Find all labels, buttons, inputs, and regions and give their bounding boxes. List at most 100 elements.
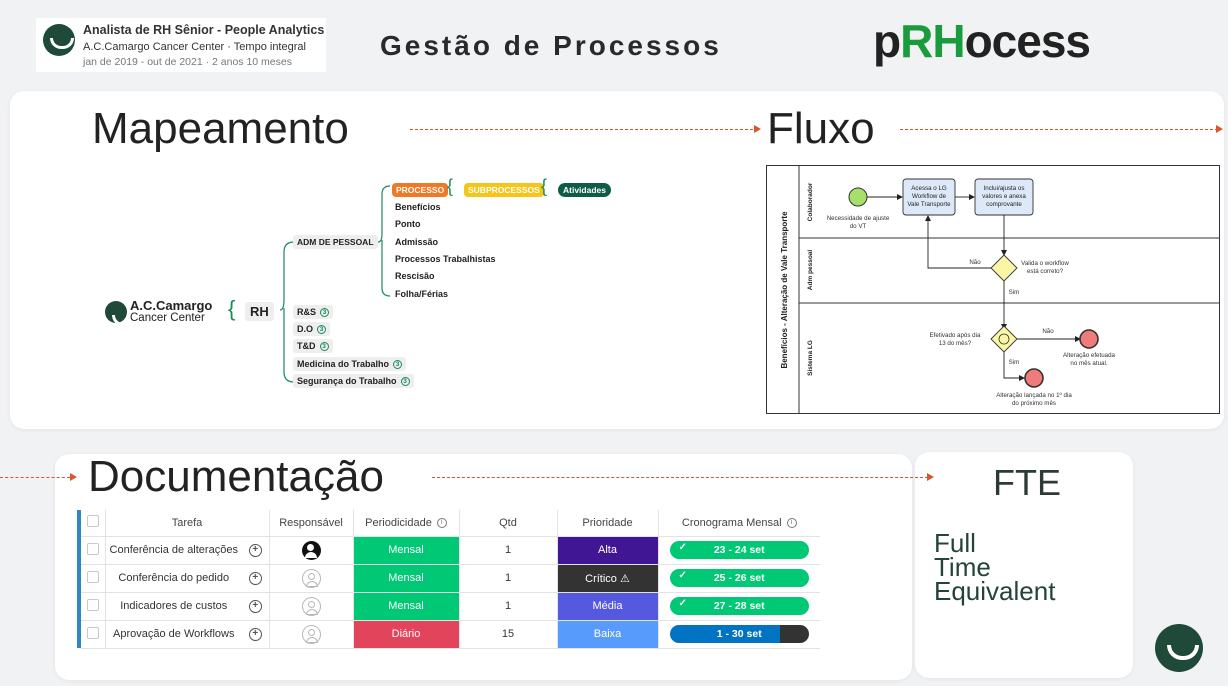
- empty-avatar-icon: [301, 568, 321, 588]
- table-row[interactable]: Aprovação de Workflows + Diário 15 Baixa…: [77, 620, 820, 649]
- pool-label: Benefícios - Alteração de Vale Transport…: [780, 211, 789, 369]
- check-icon: ✓: [678, 570, 687, 581]
- dashed-arrow-1: [410, 129, 758, 130]
- col-responsavel[interactable]: Responsável: [269, 510, 354, 537]
- subprocess-item: Ponto: [395, 219, 421, 229]
- col-prioridade[interactable]: Prioridade: [557, 510, 659, 537]
- start-label: Necessidade de ajuste: [827, 215, 890, 222]
- table-row[interactable]: Conferência de alterações + Mensal 1 Alt…: [77, 536, 820, 565]
- accamargo-logo-icon: [43, 24, 75, 56]
- row-checkbox[interactable]: [81, 536, 106, 565]
- priority-cell[interactable]: Média: [557, 592, 659, 621]
- end-event-proximo-mes: [1024, 368, 1044, 388]
- timeline-cell[interactable]: ✓27 - 28 set: [658, 592, 820, 621]
- timeline-bar: 1 - 30 set: [669, 625, 809, 643]
- info-icon[interactable]: i: [436, 517, 447, 528]
- assignee-cell[interactable]: [269, 592, 354, 621]
- col-tarefa[interactable]: Tarefa: [105, 510, 270, 537]
- flow-yes-label: Sim: [1009, 359, 1020, 366]
- priority-cell[interactable]: Alta: [557, 536, 659, 565]
- task-name[interactable]: Conferência de alterações: [105, 536, 242, 565]
- qty-cell[interactable]: 1: [459, 564, 558, 593]
- assignee-cell[interactable]: [269, 564, 354, 593]
- timeline-label: 1 - 30 set: [716, 628, 762, 640]
- priority-label: Alta: [557, 536, 658, 564]
- period-label: Mensal: [353, 536, 459, 564]
- add-comment-button[interactable]: +: [242, 620, 270, 649]
- table-row[interactable]: Conferência do pedido + Mensal 1 Crítico…: [77, 564, 820, 593]
- period-cell[interactable]: Diário: [353, 620, 460, 649]
- assignee-cell[interactable]: [269, 536, 354, 565]
- assignee-cell[interactable]: [269, 620, 354, 649]
- row-checkbox[interactable]: [81, 620, 106, 649]
- task-name[interactable]: Indicadores de custos: [105, 592, 242, 621]
- task-name[interactable]: Aprovação de Workflows: [105, 620, 242, 649]
- col-label: Periodicidade: [365, 516, 432, 529]
- timeline-bar: ✓27 - 28 set: [669, 597, 809, 615]
- subprocess-item: Processos Trabalhistas: [395, 254, 496, 264]
- period-cell[interactable]: Mensal: [353, 536, 460, 565]
- select-all-checkbox[interactable]: [81, 510, 106, 537]
- task-label: Acessa o LG: [911, 185, 947, 192]
- flow-no-label: Não: [1042, 328, 1054, 335]
- task-label: valores e anexa: [982, 193, 1026, 200]
- qty-cell[interactable]: 1: [459, 536, 558, 565]
- col-periodicidade[interactable]: Periodicidade i: [353, 510, 460, 537]
- add-comment-button[interactable]: +: [242, 564, 270, 593]
- section-fluxo-title: Fluxo: [767, 104, 875, 153]
- branch-label: Medicina do Trabalho: [297, 359, 390, 369]
- dashed-arrow-3: [0, 477, 70, 478]
- period-cell[interactable]: Mensal: [353, 592, 460, 621]
- dashed-arrow-2: [900, 129, 1218, 130]
- brand-rh: RH: [900, 15, 965, 67]
- arrow-head-icon: [70, 473, 77, 481]
- task-label: Workflow de: [912, 193, 946, 200]
- dashed-arrow-4: [432, 477, 928, 478]
- brand-rest: ocess: [964, 15, 1091, 67]
- start-label: do VT: [850, 223, 867, 230]
- qty-cell[interactable]: 15: [459, 620, 558, 649]
- add-comment-button[interactable]: +: [242, 592, 270, 621]
- branch-label: D.O: [297, 324, 314, 334]
- row-checkbox[interactable]: [81, 592, 106, 621]
- add-comment-button[interactable]: +: [242, 536, 270, 565]
- priority-cell[interactable]: Crítico ⚠: [557, 564, 659, 593]
- flow-yes-label: Sim: [1009, 289, 1020, 296]
- info-icon[interactable]: i: [786, 517, 797, 528]
- timeline-label: 27 - 28 set: [713, 600, 765, 612]
- group-color-bar: [77, 510, 81, 648]
- section-documentacao-title: Documentação: [88, 452, 384, 501]
- period-cell[interactable]: Mensal: [353, 564, 460, 593]
- arrow-head-icon: [754, 125, 761, 133]
- bpmn-flow-diagram: Benefícios - Alteração de Vale Transport…: [766, 165, 1220, 414]
- timeline-cell[interactable]: 1 - 30 set: [658, 620, 820, 649]
- timeline-cell[interactable]: ✓ 25 - 26 set: [658, 564, 820, 593]
- add-comment-icon: +: [248, 572, 262, 585]
- end-label: do próximo mês: [1012, 400, 1056, 407]
- arrow-head-icon: [1216, 125, 1223, 133]
- timeline-label: 25 - 26 set: [713, 572, 765, 584]
- brace-icon: {: [228, 296, 236, 321]
- mindmap-root: RH: [245, 302, 274, 321]
- row-checkbox[interactable]: [81, 564, 106, 593]
- profile-dates: jan de 2019 - out de 2021 · 2 anos 10 me…: [83, 56, 292, 68]
- add-comment-icon: +: [248, 628, 262, 641]
- gateway-label: está correto?: [1027, 268, 1064, 275]
- fte-line: Equivalent: [934, 576, 1056, 606]
- gateway-label: Valida o workflow: [1021, 260, 1069, 267]
- task-name[interactable]: Conferência do pedido: [105, 564, 242, 593]
- priority-label: Baixa: [557, 620, 658, 648]
- qty-cell[interactable]: 1: [459, 592, 558, 621]
- accamargo-small-logo-icon: [105, 301, 136, 326]
- count-badge: 3: [320, 308, 330, 318]
- table-row[interactable]: Indicadores de custos + Mensal 1 Média ✓…: [77, 592, 820, 621]
- timeline-cell[interactable]: ✓23 - 24 set: [658, 536, 820, 565]
- section-fte-title: FTE: [993, 462, 1061, 503]
- col-qtd[interactable]: Qtd: [459, 510, 558, 537]
- priority-cell[interactable]: Baixa: [557, 620, 659, 649]
- profile-card: Analista de RH Sênior - People Analytics…: [36, 18, 326, 72]
